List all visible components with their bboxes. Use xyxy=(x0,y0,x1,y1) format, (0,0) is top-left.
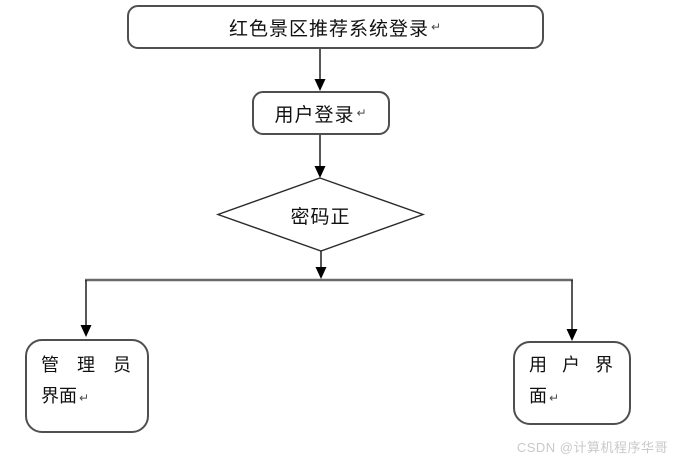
return-mark-icon: ↵ xyxy=(430,20,443,34)
system-login-label: 红色景区推荐系统登录 xyxy=(228,18,429,40)
password-decision-label: 密码正 xyxy=(290,207,351,228)
watermark: CSDN @计算机程序华哥 xyxy=(516,440,668,455)
admin-interface-label-line2: 界面↵ xyxy=(41,386,90,406)
arrow-branch-to-admin-head-icon xyxy=(80,325,92,337)
user-login-box: 用户登录↵ xyxy=(252,91,390,135)
arrow-decision-to-branch-head-icon xyxy=(315,267,327,279)
return-mark-icon: ↵ xyxy=(549,391,560,405)
arrow-login-to-decision-head-icon xyxy=(314,166,326,178)
user-interface-box: 用 户 界 面↵ xyxy=(513,341,631,425)
user-login-label: 用户登录 xyxy=(274,104,355,126)
arrow-branch-to-user-head-icon xyxy=(566,329,578,341)
admin-interface-label-line1: 管 理 员 xyxy=(41,355,131,375)
return-mark-icon: ↵ xyxy=(79,391,90,405)
return-mark-icon: ↵ xyxy=(356,106,368,120)
admin-interface-box: 管 理 员 界面↵ xyxy=(25,339,149,433)
user-interface-label-line2: 面↵ xyxy=(529,386,560,406)
system-login-box: 红色景区推荐系统登录↵ xyxy=(127,5,544,49)
arrow-title-to-login-head-icon xyxy=(314,79,326,91)
user-interface-label-line1: 用 户 界 xyxy=(529,355,613,375)
